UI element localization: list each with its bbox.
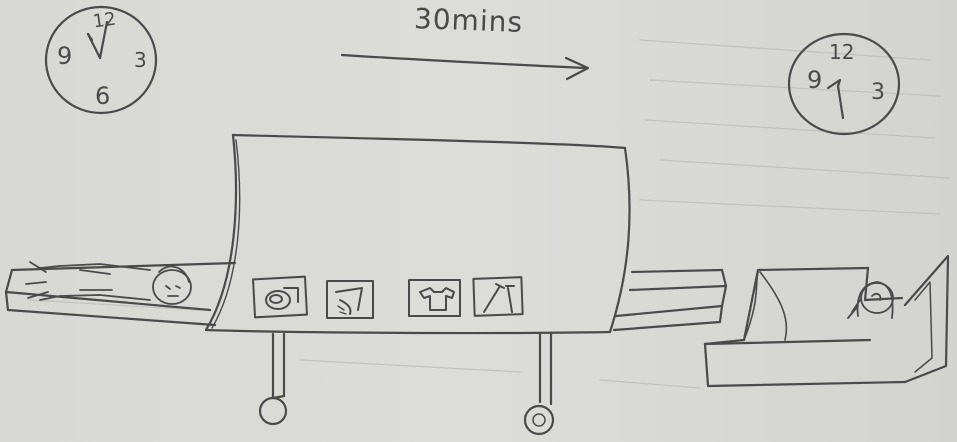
soap-icon: [327, 281, 373, 318]
tools-icon: [473, 277, 522, 316]
duration-label: 30mins: [413, 2, 523, 39]
shirt-icon: [409, 280, 460, 316]
end-clock-3: 3: [871, 80, 885, 105]
exit-bed: [705, 256, 948, 386]
start-clock-6: 6: [95, 82, 110, 110]
machine-wheels: [260, 334, 553, 434]
start-clock-9: 9: [57, 42, 72, 70]
duration-arrow: [342, 55, 588, 79]
machine-body: [206, 135, 630, 333]
exit-belt: [614, 270, 726, 330]
end-clock-9: 9: [807, 66, 822, 94]
toilet-icon: [253, 277, 307, 318]
start-clock-12: 12: [92, 9, 118, 33]
end-clock-12: 12: [829, 40, 854, 64]
start-clock-3: 3: [134, 48, 147, 72]
